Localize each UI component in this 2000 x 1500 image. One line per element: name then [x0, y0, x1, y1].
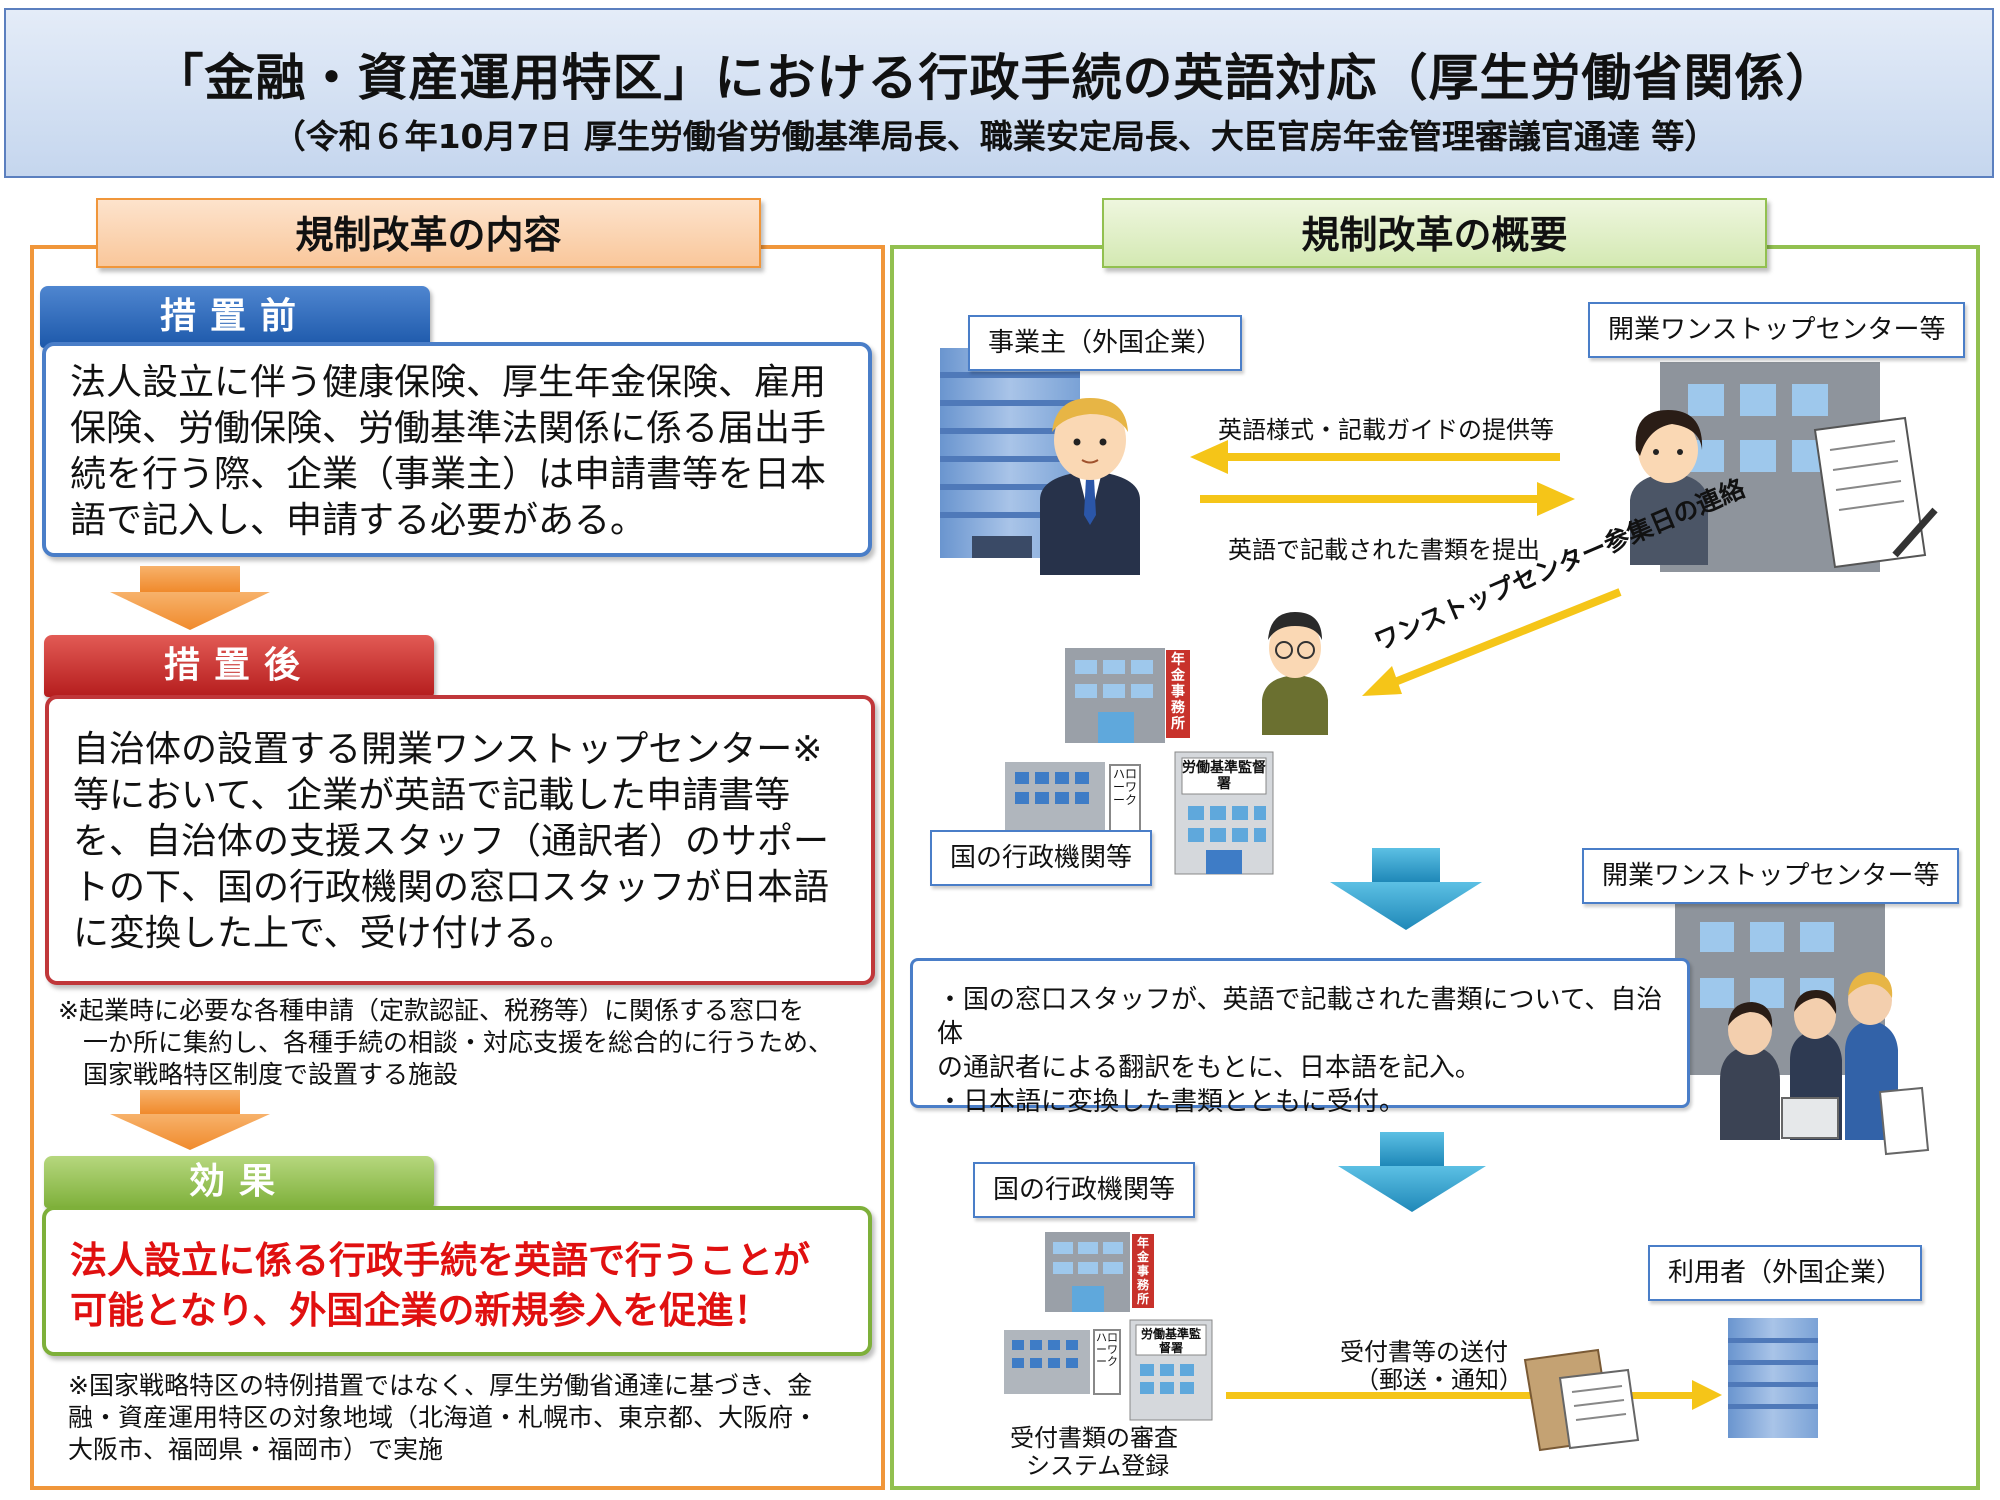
- review-documents-text: 受付書類の審査: [1010, 1424, 1178, 1452]
- after-label: 措置後: [44, 635, 434, 697]
- footnote-onestop: ※起業時に必要な各種申請（定款認証、税務等）に関係する窓口を 一か所に集約し、各…: [58, 995, 878, 1091]
- pension-office-sign: 年金事務所: [1171, 652, 1185, 732]
- pension-office-sign: 年金事務所: [1136, 1236, 1149, 1306]
- header-banner: [4, 8, 1994, 178]
- employer-label: 事業主（外国企業）: [968, 315, 1243, 371]
- send-receipt-text: 受付書等の送付: [1340, 1338, 1508, 1366]
- procedure-description-line2: の通訳者による翻訳をもとに、日本語を記入。: [937, 1053, 1481, 1083]
- footnote-scope-line2: 融・資産運用特区の対象地域（北海道・札幌市、東京都、大阪府・: [68, 1403, 819, 1432]
- hellowork-sign: ハローワーク: [1096, 1331, 1118, 1368]
- footnote-scope-line3: 大阪市、福岡県・福岡市）で実施: [68, 1435, 444, 1464]
- effect-label: 効果: [44, 1156, 434, 1208]
- footnote-onestop-line1: ※起業時に必要な各種申請（定款認証、税務等）に関係する窓口を: [58, 996, 804, 1025]
- system-registration-text: システム登録: [1026, 1452, 1170, 1480]
- onestop-center-label: 開業ワンストップセンター等: [1588, 302, 1966, 358]
- labor-office-sign: 労働基準監督署: [1140, 1327, 1201, 1355]
- gov-agency-label: 国の行政機関等: [973, 1162, 1196, 1218]
- effect-textbox: 法人設立に係る行政手続を英語で行うことが可能となり、外国企業の新規参入を促進！: [42, 1206, 872, 1356]
- hellowork-sign: ハローワーク: [1112, 767, 1137, 807]
- left-panel-heading: 規制改革の内容: [96, 198, 761, 268]
- procedure-description-line3: ・日本語に変換した書類とともに受付。: [937, 1087, 1406, 1117]
- before-textbox: 法人設立に伴う健康保険、厚生年金保険、雇用保険、労働保険、労働基準法関係に係る届…: [42, 342, 872, 557]
- footnote-onestop-line2: 一か所に集約し、各種手続の相談・対応支援を総合的に行うため、: [58, 1028, 834, 1057]
- provide-guide-text: 英語様式・記載ガイドの提供等: [1218, 416, 1554, 444]
- right-panel-heading: 規制改革の概要: [1102, 198, 1767, 268]
- after-textbox: 自治体の設置する開業ワンストップセンター※等において、企業が英語で記載した申請書…: [45, 695, 875, 985]
- onestop-center-label: 開業ワンストップセンター等: [1582, 848, 1960, 904]
- footnote-scope: ※国家戦略特区の特例措置ではなく、厚生労働省通達に基づき、金 融・資産運用特区の…: [68, 1370, 878, 1466]
- labor-office-sign: 労働基準監督署: [1182, 760, 1266, 792]
- page-title: 「金融・資産運用特区」における行政手続の英語対応（厚生労働省関係）: [153, 49, 1837, 107]
- send-method-text: （郵送・通知）: [1355, 1366, 1523, 1394]
- gov-agency-label: 国の行政機関等: [930, 830, 1153, 886]
- procedure-description: ・国の窓口スタッフが、英語で記載された書類について、自治体 の通訳者による翻訳を…: [910, 958, 1690, 1117]
- footnote-scope-line1: ※国家戦略特区の特例措置ではなく、厚生労働省通達に基づき、金: [68, 1371, 813, 1400]
- procedure-description-line1: ・国の窓口スタッフが、英語で記載された書類について、自治体: [937, 985, 1663, 1049]
- page-subtitle: （令和６年10月7日 厚生労働省労働基準局長、職業安定局長、大臣官房年金管理審議…: [272, 117, 1718, 156]
- before-label: 措置前: [40, 286, 430, 348]
- submit-documents-text: 英語で記載された書類を提出: [1228, 536, 1540, 564]
- footnote-onestop-line3: 国家戦略特区制度で設置する施設: [58, 1060, 459, 1089]
- user-label: 利用者（外国企業）: [1648, 1245, 1923, 1301]
